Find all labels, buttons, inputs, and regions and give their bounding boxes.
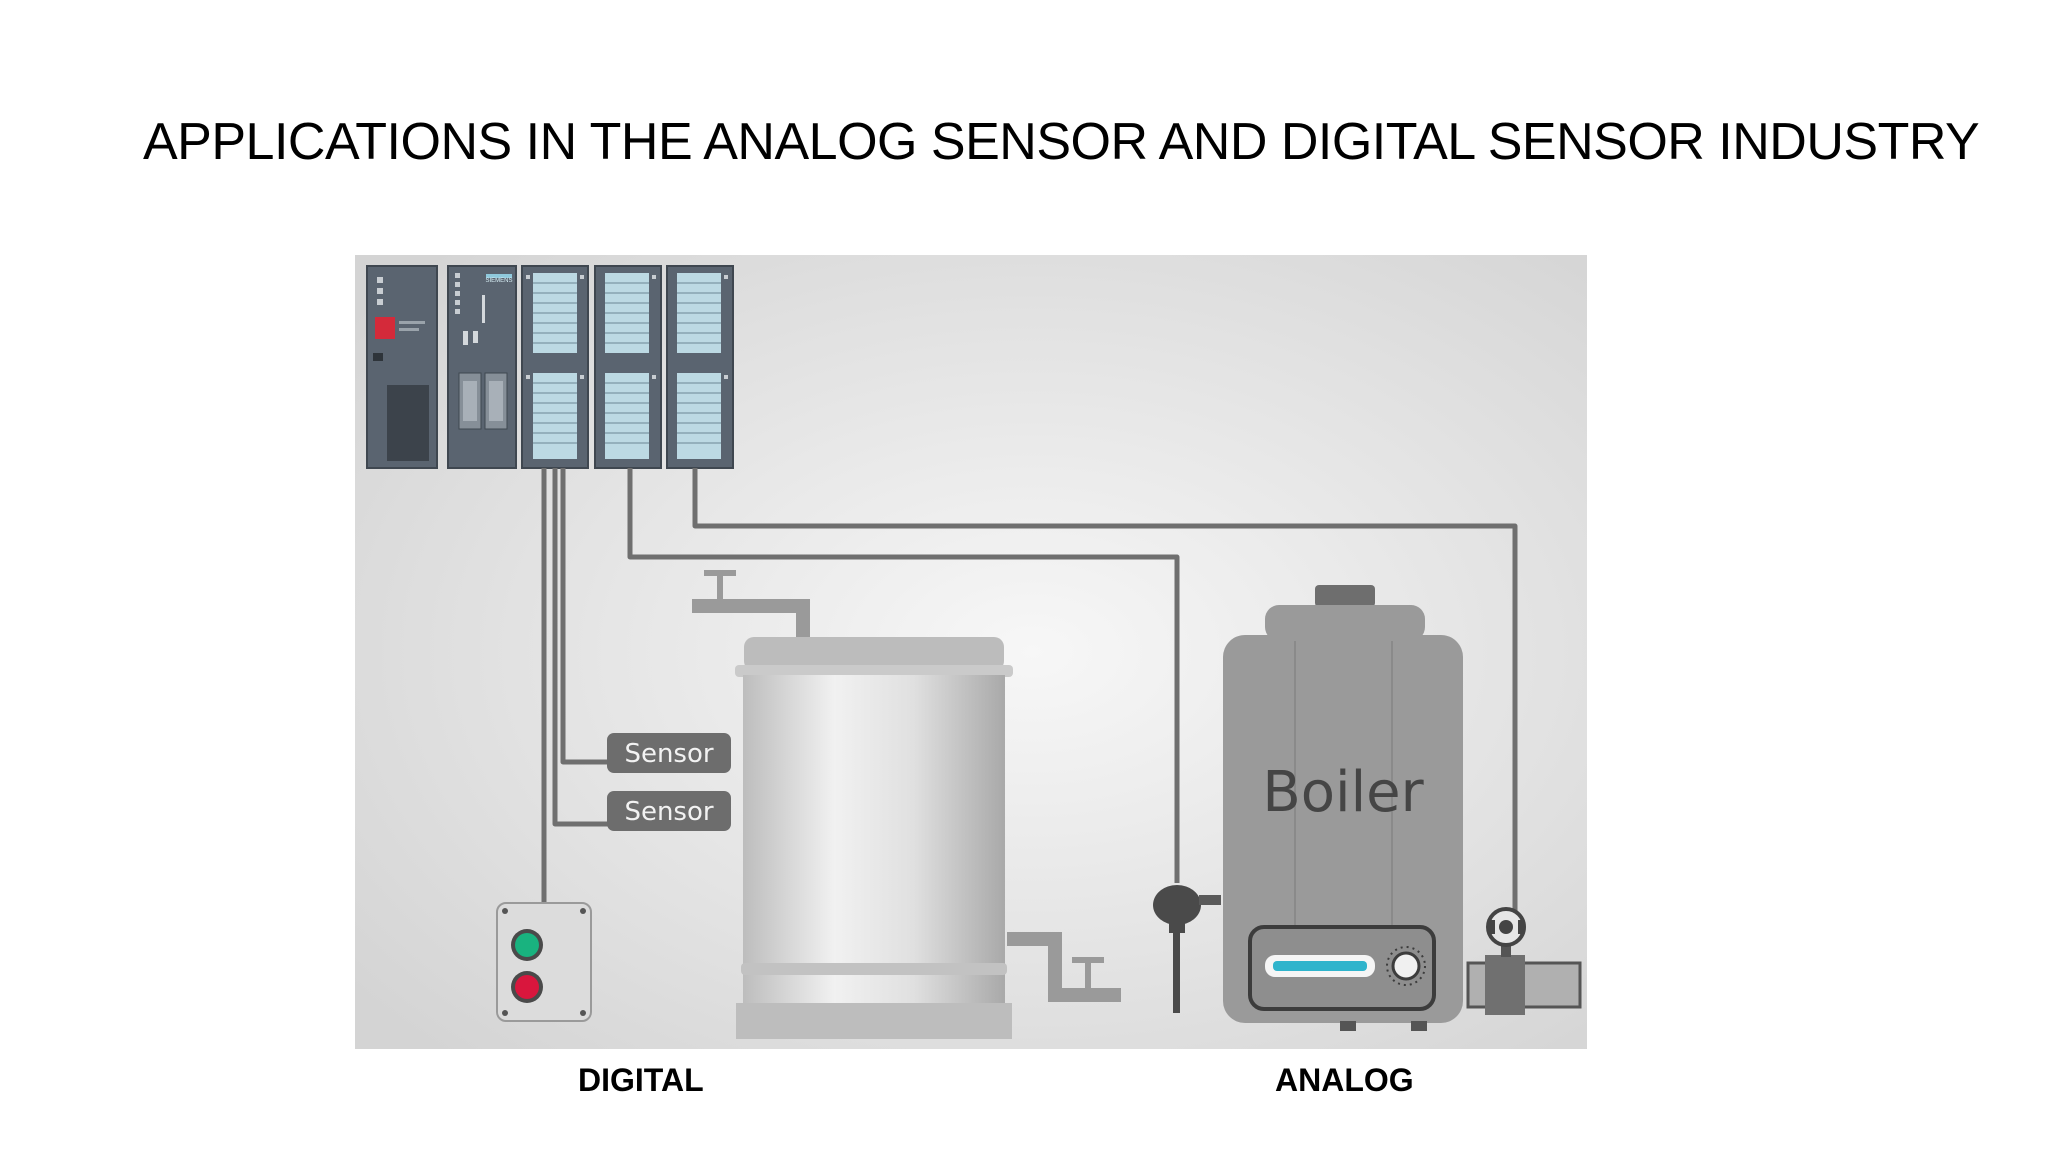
sensor-label-2-text: Sensor xyxy=(624,797,713,827)
pushbutton-station xyxy=(496,902,592,1022)
plc-cpu-module: SIEMENS xyxy=(447,265,517,469)
wire-sensor-1 xyxy=(560,468,608,765)
slide-title: APPLICATIONS IN THE ANALOG SENSOR AND DI… xyxy=(143,113,1980,171)
analog-caption: ANALOG xyxy=(1275,1062,1414,1098)
boiler-label: Boiler xyxy=(1262,760,1424,825)
storage-tank xyxy=(692,570,1121,1039)
sensor-label-1: Sensor xyxy=(607,733,731,773)
boiler-dial-knob xyxy=(1391,951,1421,981)
sensor-label-1-text: Sensor xyxy=(624,739,713,769)
plc-io-module-3 xyxy=(666,265,734,469)
plc-diagram-figure: SIEMENS xyxy=(355,255,1587,1049)
plc-rack: SIEMENS xyxy=(366,265,734,469)
plc-brand-label: SIEMENS xyxy=(485,278,512,284)
plc-alarm-indicator xyxy=(375,317,395,339)
boiler: Boiler xyxy=(1223,585,1463,1031)
sensor-label-2: Sensor xyxy=(607,791,731,831)
plc-io-module-2 xyxy=(594,265,662,469)
green-start-button xyxy=(515,933,539,957)
signal-wires xyxy=(541,468,1518,915)
flow-meter xyxy=(1466,907,1582,1015)
digital-caption: DIGITAL xyxy=(578,1062,704,1098)
plc-power-module xyxy=(366,265,438,469)
wire-sensor-2 xyxy=(552,468,608,827)
plc-io-module-1 xyxy=(521,265,589,469)
boiler-gauge-bar xyxy=(1273,961,1367,971)
wire-temperature-probe xyxy=(627,468,1180,883)
red-stop-button xyxy=(515,975,539,999)
wire-flow-meter xyxy=(692,468,1518,915)
temperature-probe xyxy=(1153,885,1221,1013)
